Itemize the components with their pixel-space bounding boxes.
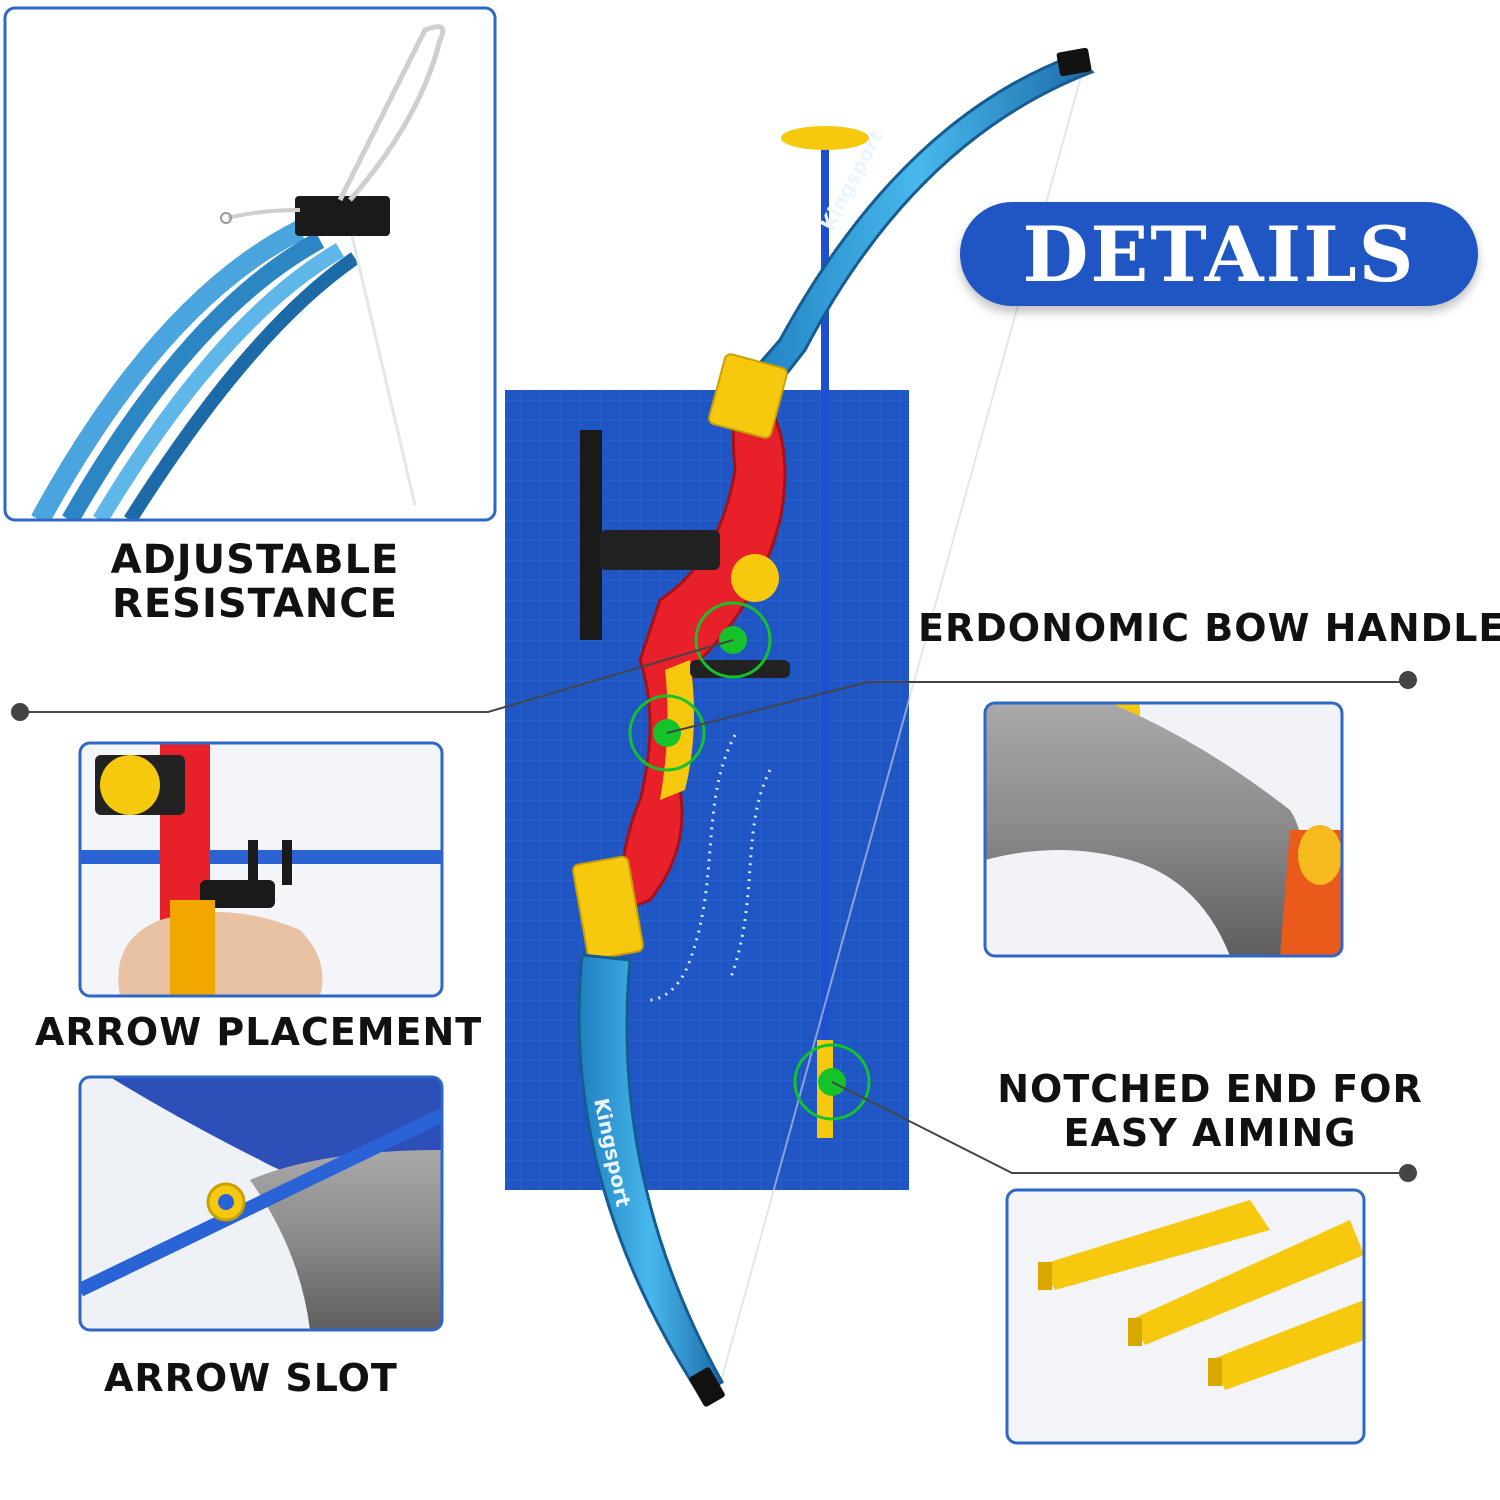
label-arrow-placement: ARROW PLACEMENT — [35, 1010, 483, 1054]
grid-background — [505, 390, 909, 1190]
bow-lower-limb — [577, 953, 725, 1407]
label-ergonomic-handle: ERDONOMIC BOW HANDLE — [918, 606, 1500, 650]
details-badge: DETAILS — [960, 202, 1478, 306]
label-arrow-slot: ARROW SLOT — [104, 1356, 398, 1400]
label-notched-line1: NOTCHED END FOR — [997, 1067, 1423, 1111]
panel-arrow-placement-image — [80, 743, 442, 996]
label-notched-line2: EASY AIMING — [1063, 1111, 1357, 1155]
label-notched-end: NOTCHED END FOR EASY AIMING — [990, 1067, 1430, 1155]
panel-notched-image — [1007, 1190, 1364, 1443]
panel-adjustable-image — [5, 8, 495, 520]
panel-arrow-slot-image — [80, 1077, 442, 1330]
leader-lines — [20, 639, 1408, 1174]
bow-riser — [572, 353, 790, 961]
details-title: DETAILS — [1022, 209, 1416, 299]
label-adjustable-resistance: ADJUSTABLE RESISTANCE — [90, 538, 420, 626]
label-adjustable-line2: RESISTANCE — [112, 581, 398, 627]
label-adjustable-line1: ADJUSTABLE — [110, 537, 400, 583]
panel-ergonomic-image — [985, 703, 1342, 956]
